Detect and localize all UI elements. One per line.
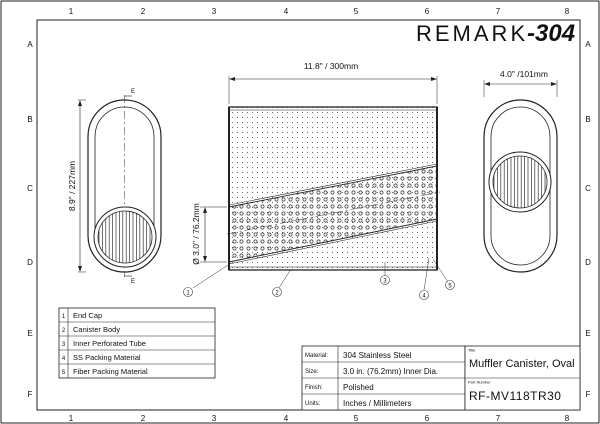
part-num-4: 4 [62, 356, 66, 362]
grid-col-bottom-1: 1 [69, 414, 74, 423]
callout-2: 2 [275, 291, 279, 297]
spec-label-finish: Finish: [305, 385, 323, 391]
grid-col-top-3: 3 [212, 7, 217, 16]
grid-col-bottom-2: 2 [141, 414, 146, 423]
spec-table: Material: 304 Stainless Steel Size: 3.0 … [301, 345, 466, 411]
grid-row-left-A: A [27, 40, 33, 49]
section-label-bottom-left: E [131, 279, 135, 285]
spec-value-finish: Polished [343, 383, 374, 392]
grid-col-bottom-7: 7 [496, 414, 501, 423]
right-end-view: 4.0" /101mm [483, 69, 558, 273]
grid-col-bottom-6: 6 [425, 414, 430, 423]
grid-row-right-F: F [586, 390, 591, 399]
grid-col-top-6: 6 [425, 7, 430, 16]
callout-4: 4 [422, 294, 426, 300]
brand-logo: REMARK -304 [416, 20, 575, 47]
grid-column-labels-top: 1 2 3 4 5 6 7 8 [69, 7, 570, 16]
grid-col-bottom-8: 8 [565, 414, 570, 423]
grid-row-right-B: B [585, 115, 590, 124]
grid-row-right-C: C [585, 184, 591, 193]
grid-row-right-D: D [585, 258, 591, 267]
grid-row-labels-left: A B C D E F [27, 40, 33, 399]
grid-col-top-7: 7 [496, 7, 501, 16]
grid-row-left-B: B [27, 115, 32, 124]
brand-text: REMARK [416, 21, 528, 46]
height-dimension: 8.9" / 227mm [67, 99, 86, 273]
part-num-1: 1 [62, 314, 66, 320]
part-name-5: Fiber Packing Material [73, 367, 148, 376]
callout-3: 3 [383, 279, 387, 285]
grid-column-labels-bottom: 1 2 3 4 5 6 7 8 [69, 414, 570, 423]
grid-col-top-5: 5 [354, 7, 359, 16]
grid-row-right-A: A [585, 40, 591, 49]
part-number-label: Part Number [468, 380, 491, 385]
grid-col-bottom-3: 3 [212, 414, 217, 423]
part-name-3: Inner Perforated Tube [73, 339, 146, 348]
title-block: Title Muffler Canister, Oval Part Number… [464, 345, 581, 411]
spec-label-material: Material: [305, 353, 328, 359]
spec-label-units: Units: [305, 401, 321, 407]
grid-col-top-2: 2 [141, 7, 146, 16]
part-number: RF-MV118TR30 [469, 389, 561, 403]
grid-row-left-E: E [27, 329, 32, 338]
grid-col-bottom-5: 5 [354, 414, 359, 423]
callout-5: 5 [448, 284, 452, 290]
title-label: Title [468, 348, 476, 353]
length-dimension-text: 11.8" / 300mm [304, 61, 358, 71]
grid-col-top-1: 1 [69, 7, 74, 16]
grid-row-left-C: C [27, 184, 33, 193]
grid-row-left-D: D [27, 258, 33, 267]
grid-row-right-E: E [585, 329, 590, 338]
brand-suffix: -304 [527, 20, 575, 47]
section-label-top-left: E [131, 89, 135, 95]
callouts: 1 2 3 4 5 [183, 257, 455, 300]
callout-1: 1 [186, 291, 190, 297]
grid-row-left-F: F [28, 390, 33, 399]
part-name-4: SS Packing Material [73, 353, 141, 362]
part-num-2: 2 [62, 328, 66, 334]
part-num-3: 3 [62, 342, 66, 348]
width-dimension-text: 4.0" /101mm [500, 69, 548, 79]
grid-row-labels-right: A B C D E F [585, 40, 591, 399]
drawing-title: Muffler Canister, Oval [469, 358, 575, 370]
part-name-2: Canister Body [73, 325, 120, 334]
spec-value-material: 304 Stainless Steel [343, 351, 412, 360]
left-end-view: E E [87, 89, 162, 285]
spec-label-size: Size: [305, 369, 319, 375]
part-name-1: End Cap [73, 311, 102, 320]
grid-col-top-4: 4 [284, 7, 289, 16]
spec-value-size: 3.0 in. (76.2mm) Inner Dia. [343, 367, 438, 376]
parts-list: 1 End Cap 2 Canister Body 3 Inner Perfor… [58, 307, 216, 379]
height-dimension-text: 8.9" / 227mm [67, 161, 77, 211]
side-view: 11.8" / 300mm Ø 3.0" / 76.2mm [191, 61, 441, 271]
part-num-5: 5 [62, 370, 66, 376]
tube-diameter-text: Ø 3.0" / 76.2mm [191, 203, 201, 265]
spec-value-units: Inches / Millimeters [343, 399, 411, 408]
grid-col-top-8: 8 [565, 7, 570, 16]
grid-col-bottom-4: 4 [284, 414, 289, 423]
